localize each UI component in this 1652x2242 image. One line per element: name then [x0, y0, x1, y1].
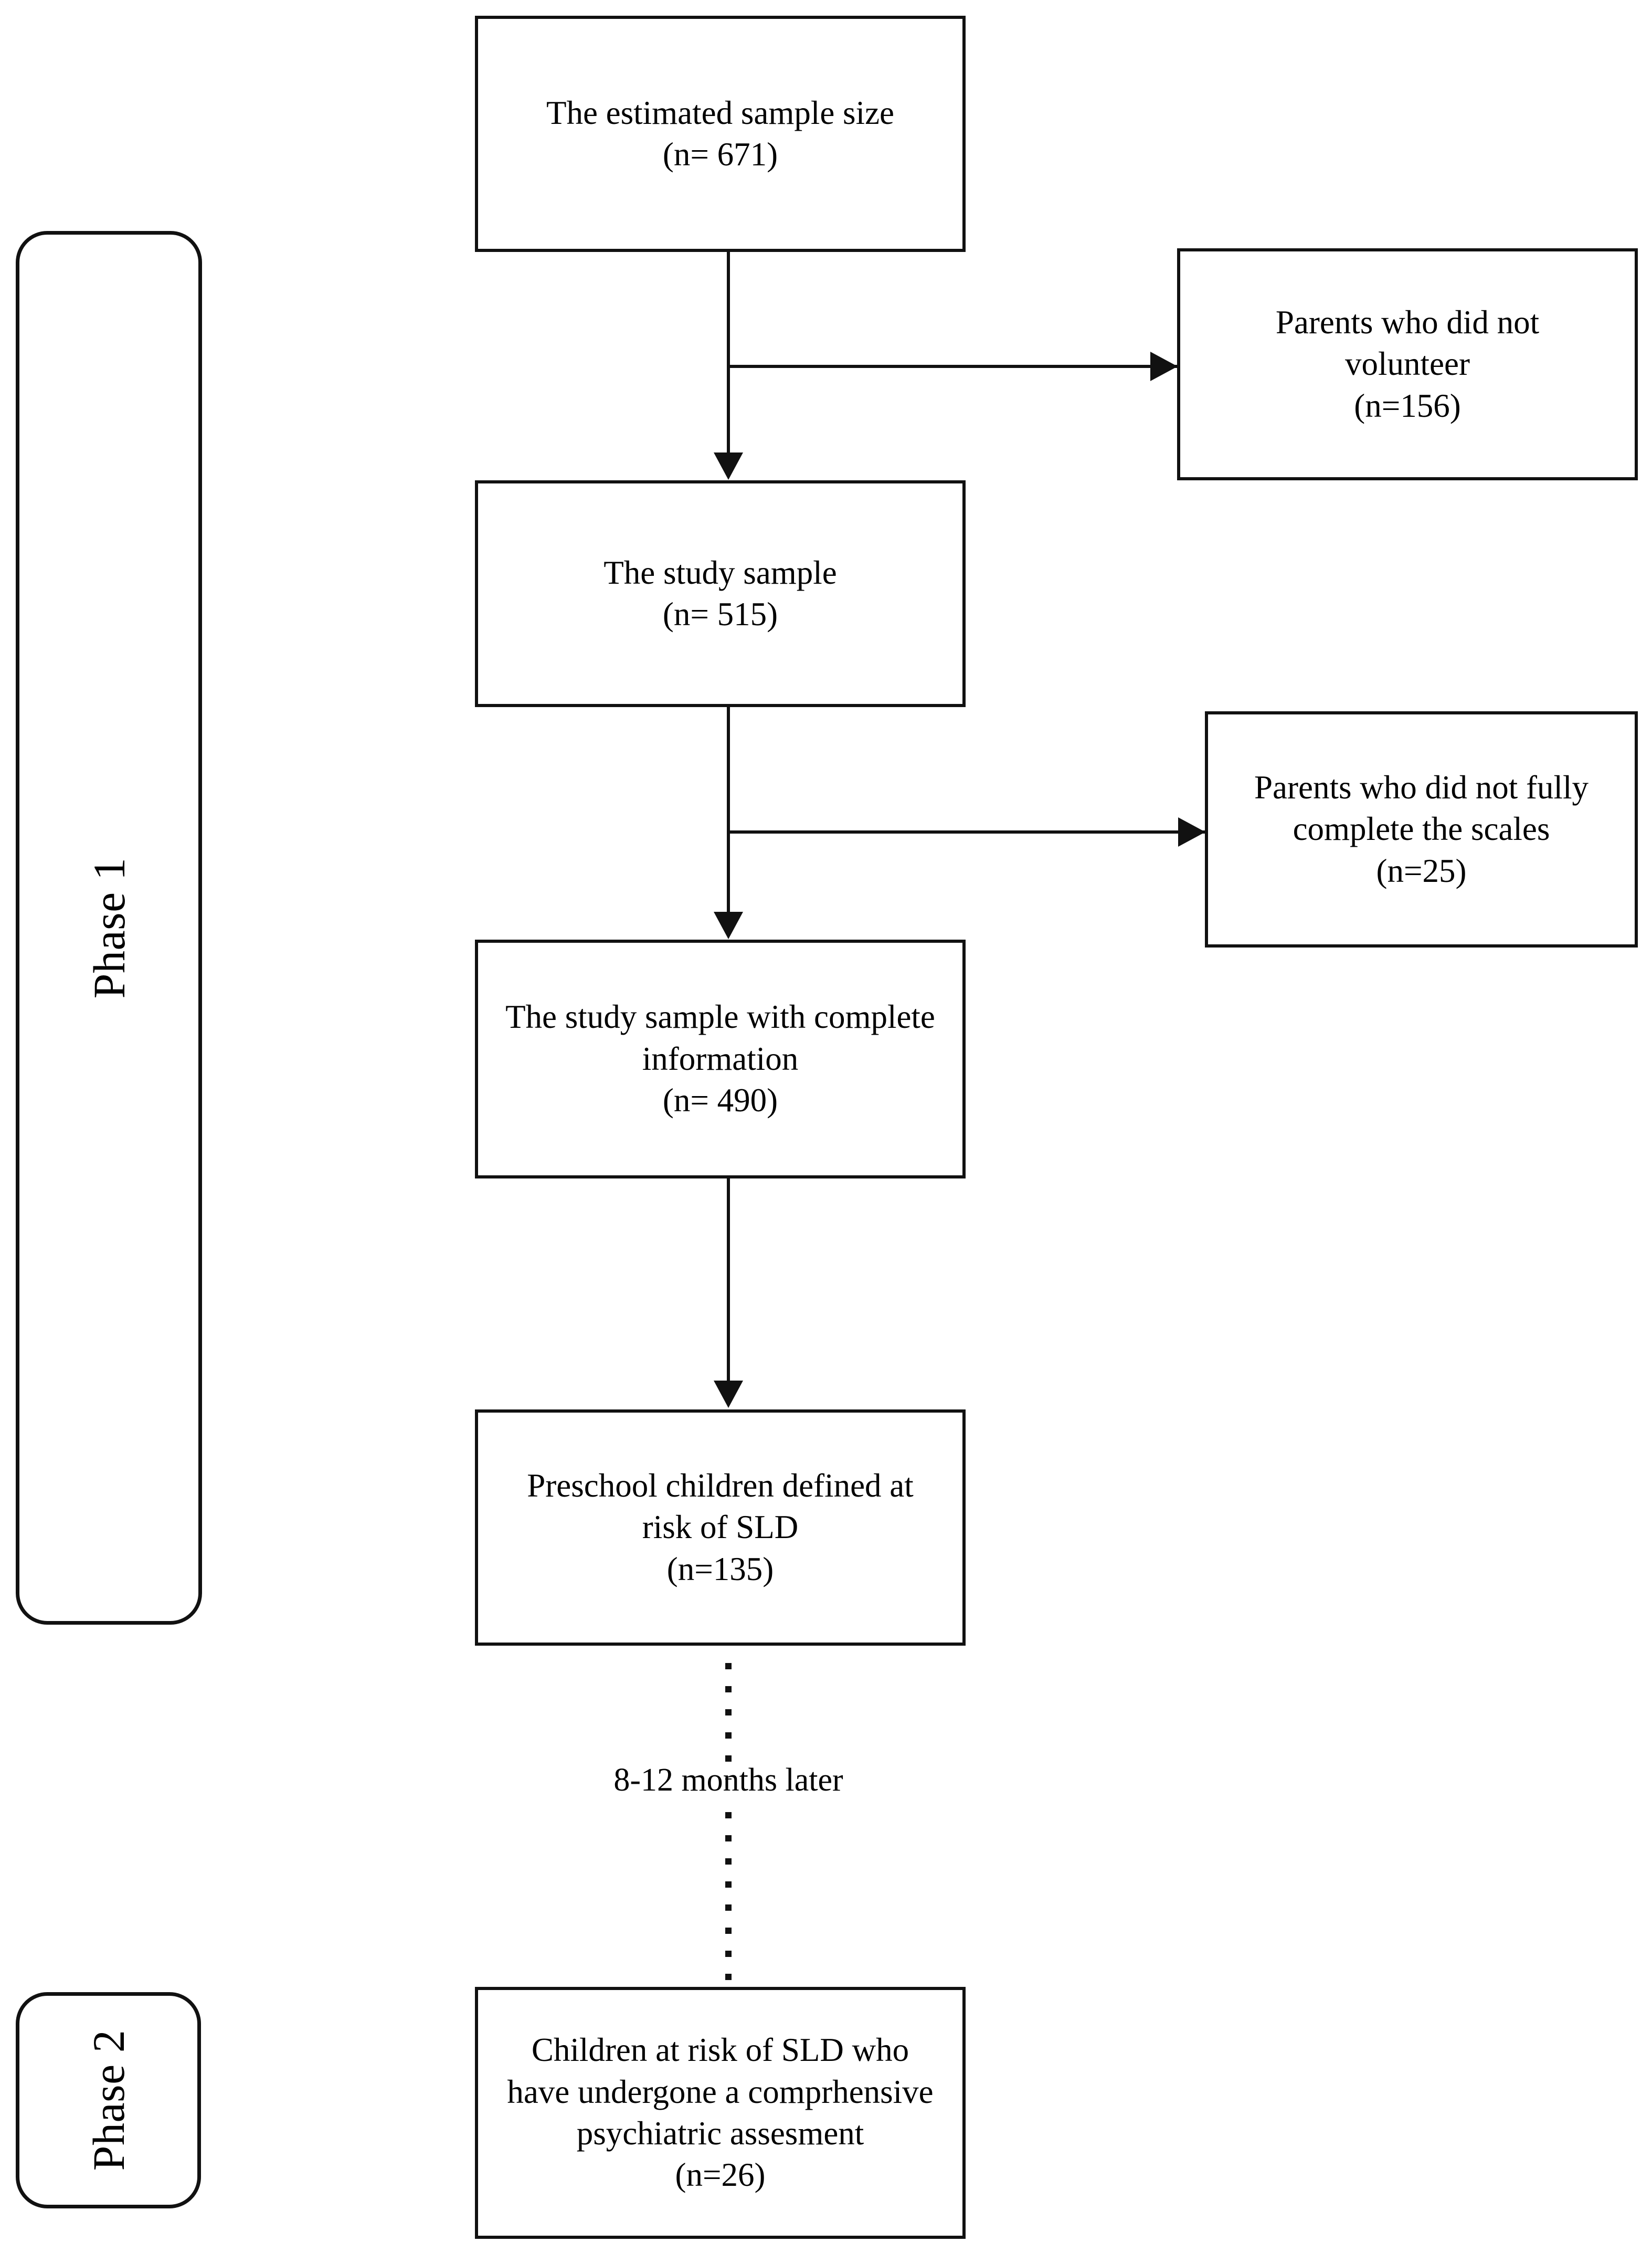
node-study-sample-text: The study sample (n= 515) [603, 554, 837, 633]
time-lapse-label: 8-12 months later [613, 1762, 843, 1798]
arrowhead-to-incomplete-scales [1178, 817, 1205, 847]
node-at-risk-sld-text: Preschool children defined at risk of SL… [527, 1467, 914, 1587]
node-study-sample: The study sample (n= 515) [475, 480, 966, 707]
arrowhead-to-non-volunteers [1150, 352, 1178, 381]
node-complete-information-text: The study sample with complete informati… [505, 998, 935, 1119]
node-psychiatric-assessment: Children at risk of SLD who have undergo… [475, 1987, 966, 2239]
arrowhead-to-at-risk [714, 1381, 743, 1408]
connector-estimated-to-non-volunteers [727, 365, 1181, 368]
phase-2-band: Phase 2 [16, 1992, 201, 2208]
connector-complete-info-to-at-risk [727, 1178, 730, 1383]
arrowhead-to-study-sample [714, 452, 743, 480]
node-incomplete-scales: Parents who did not fully complete the s… [1205, 711, 1638, 948]
node-psychiatric-assessment-text: Children at risk of SLD who have undergo… [507, 2032, 934, 2194]
phase-1-band: Phase 1 [16, 231, 202, 1625]
phase-2-label: Phase 2 [83, 2029, 134, 2171]
connector-study-sample-to-incomplete-scales [727, 830, 1209, 834]
dotted-connector-lower [725, 1812, 732, 1988]
node-non-volunteers-text: Parents who did not volunteer (n=156) [1275, 303, 1540, 424]
dotted-connector-upper [725, 1663, 732, 1780]
node-estimated-sample-text: The estimated sample size (n= 671) [546, 94, 894, 173]
connector-estimated-to-study-sample [727, 250, 730, 455]
node-non-volunteers: Parents who did not volunteer (n=156) [1177, 248, 1638, 480]
node-estimated-sample: The estimated sample size (n= 671) [475, 16, 966, 252]
node-incomplete-scales-text: Parents who did not fully complete the s… [1254, 769, 1589, 889]
connector-study-sample-to-complete-info [727, 707, 730, 914]
arrowhead-to-complete-info [714, 912, 743, 939]
node-complete-information: The study sample with complete informati… [475, 940, 966, 1178]
node-at-risk-sld: Preschool children defined at risk of SL… [475, 1409, 966, 1646]
phase-1-label: Phase 1 [83, 857, 134, 998]
